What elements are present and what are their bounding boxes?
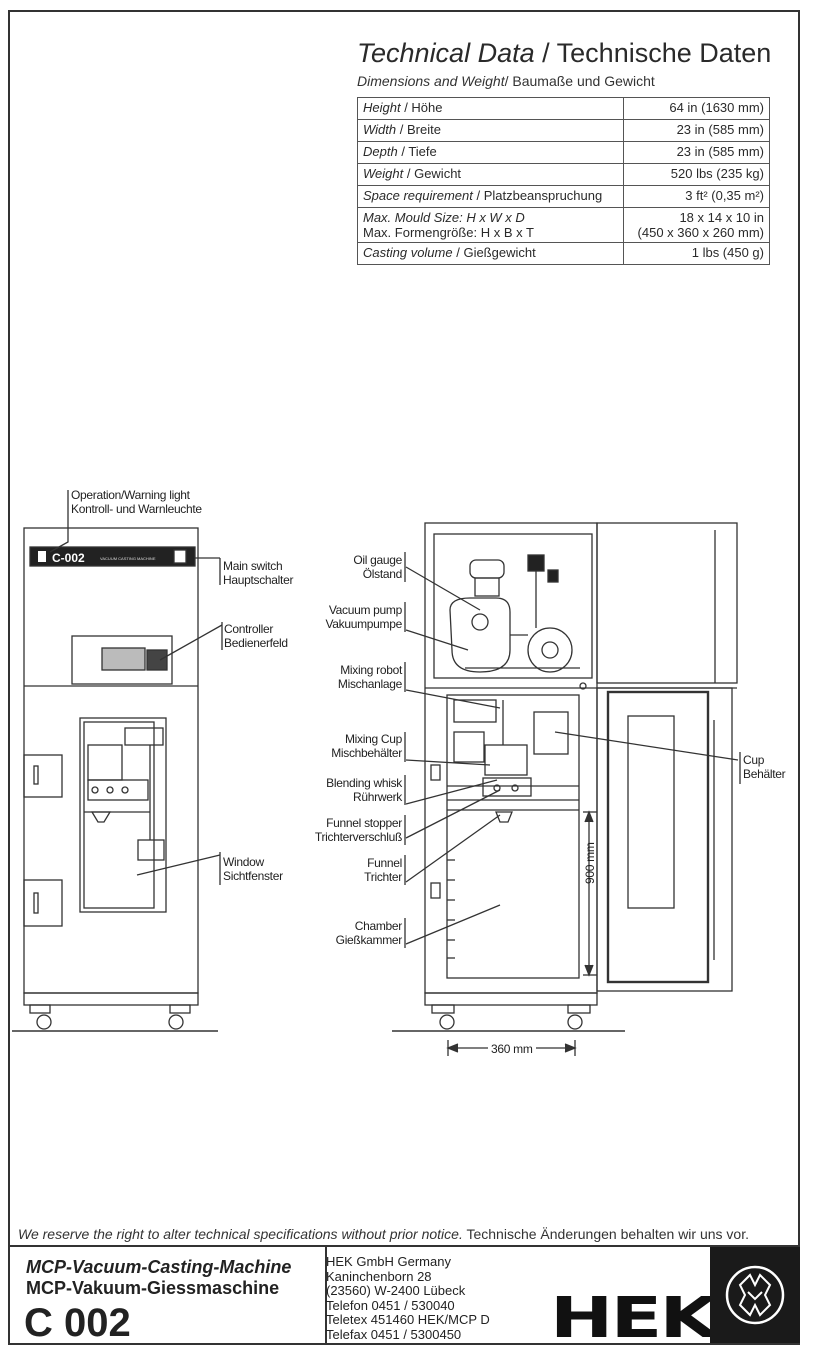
product-name-de: MCP-Vakuum-Giessmaschine	[26, 1278, 280, 1298]
side-view	[392, 522, 741, 1056]
brand-logo-text: HEK	[550, 1286, 718, 1351]
spec-row-depth: Depth / Tiefe 23 in (585 mm)	[357, 141, 771, 164]
page-subtitle: Dimensions and Weight/ Baumaße und Gewic…	[357, 73, 655, 89]
spec-row-weight: Weight / Gewicht 520 lbs (235 kg)	[357, 163, 771, 186]
dim-height-label: 900 mm	[583, 842, 597, 884]
mcp-logo	[710, 1247, 800, 1343]
spec-table: Height / Höhe 64 in (1630 mm) Width / Br…	[357, 97, 771, 265]
spec-row-height: Height / Höhe 64 in (1630 mm)	[357, 97, 771, 120]
page-title: Technical Data / Technische Daten	[357, 38, 772, 68]
chamber-ticks	[447, 859, 455, 959]
dim-width-label: 360 mm	[488, 1042, 536, 1056]
panel-sub-text: VACUUM CASTING MACHINE	[100, 556, 156, 561]
product-name-en: MCP-Vacuum-Casting-Machine	[26, 1257, 292, 1277]
disclaimer: We reserve the right to alter technical …	[18, 1226, 749, 1242]
footer-product: MCP-Vacuum-Casting-Machine MCP-Vakuum-Gi…	[18, 1247, 327, 1345]
mcp-emblem-icon	[725, 1265, 785, 1325]
footer: MCP-Vacuum-Casting-Machine MCP-Vakuum-Gi…	[8, 1245, 800, 1351]
front-view: C-002 VACUUM CASTING MACHINE	[12, 490, 223, 1032]
panel-model-text: C-002	[52, 551, 85, 565]
product-model: C 002	[24, 1301, 131, 1345]
company-address: HEK GmbH Germany Kaninchenborn 28 (23560…	[326, 1254, 490, 1342]
spec-row-casting-volume: Casting volume / Gießgewicht 1 lbs (450 …	[357, 242, 771, 265]
spec-row-space: Space requirement / Platzbeanspruchung 3…	[357, 185, 771, 208]
